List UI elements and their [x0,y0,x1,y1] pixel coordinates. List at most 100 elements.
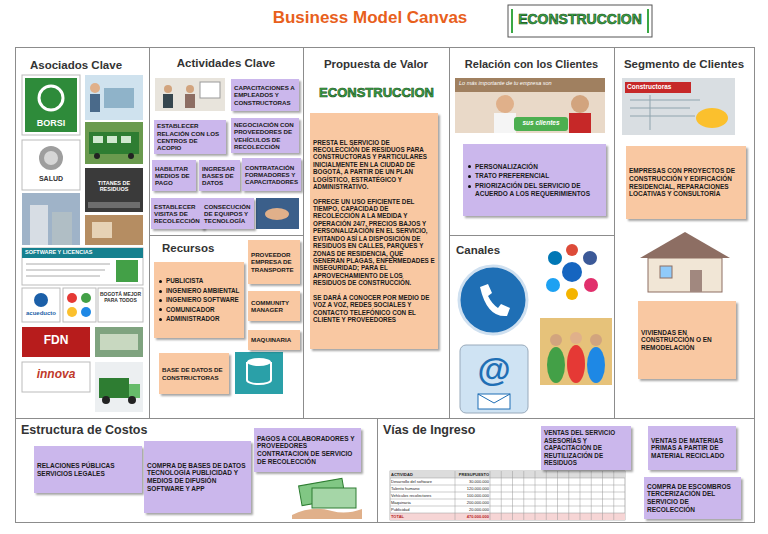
list-item: PERSONALIZACIÓN [466,163,603,171]
image-caption: acueducto [22,310,60,317]
meeting-photo [164,85,172,93]
partner-photo [85,215,143,245]
social-icons [548,251,562,265]
note-text: HABILITAR MEDIOS DE PAGO [155,165,193,187]
sticky-note: VIVIENDAS EN CONSTRUCCIÓN O EN REMODELAC… [638,301,736,379]
social-icons [566,244,578,256]
partner-logo [22,288,60,322]
note-text: CAPACITACIONES A EMPLEADOS Y CONSTRUCTOR… [234,84,296,106]
note-text: EMPRESAS CON PROYECTOS DE CONSTRUCCIÓN Y… [629,167,743,198]
note-text: ESTABLECER VISITAS DE RECOLECCIÓN [154,203,201,225]
meeting-photo [186,85,194,93]
meeting-photo [155,78,225,111]
sticky-note: VENTAS DEL SERVICIO ASESORÍAS Y CAPACITA… [541,426,631,470]
logo-frame [508,5,652,37]
meeting-photo [200,82,220,98]
budget-table [455,471,614,520]
partner-photo [89,132,139,154]
partner-photo [107,136,117,143]
image-caption: FDN [22,334,90,348]
partner-logo [98,288,143,322]
social-icons [566,288,578,300]
people-photo [567,345,585,383]
partner-banner [22,248,143,285]
table-cell: Desarrollo del software [390,478,455,485]
image-caption: BORSI [25,118,77,128]
partner-banner [22,248,143,258]
partner-logo [44,151,58,165]
partner-photo [85,122,143,164]
people-photo [550,334,562,346]
people-photo [570,332,582,344]
sticky-note: MAQUINARIA [248,330,300,350]
note-text: BASE DE DATOS DE CONSTRUCTORAS [162,366,226,381]
note-text: COMPRA DE ESCOMBROS TERCERIZACIÓN DEL SE… [647,483,738,514]
house-drawing [690,270,702,292]
phone-icon [459,266,527,334]
canvas-title: Business Model Canvas [240,8,500,28]
customers-photo [455,78,605,133]
people-photo [590,334,602,346]
sticky-note: PROVEEDOR EMPRESA DE TRANSPORTE [248,240,300,284]
meeting-photo [155,78,225,111]
note-text: VENTAS DEL SERVICIO ASESORÍAS Y CAPACITA… [544,429,628,466]
table-cell: 30.000.000 [455,478,490,485]
partner-photo [104,88,134,108]
partner-logo [98,288,143,322]
partner-photo [52,212,72,245]
phone-icon [480,284,510,316]
handshake-photo [256,198,299,229]
email-icon [478,394,510,403]
partner-logo [22,362,90,392]
partner-photo [100,334,138,350]
partner-photo [90,94,100,112]
partner-banner [22,248,143,285]
partner-logo [39,146,63,170]
constructoras-photo [625,82,691,93]
note-text: PAGOS A COLABORADORES Y PROVEEDORES CONT… [257,435,358,466]
partner-logo [22,140,80,190]
sticky-note: PAGOS A COLABORADORES Y PROVEEDORES CONT… [254,428,361,472]
note-text: COMPRA DE BASES DE DATOS TECNOLOGÍA PUBL… [147,462,248,493]
social-icons [546,278,560,292]
partner-photo [121,136,131,143]
partner-photo [30,205,48,245]
canvas-section: Canales [449,235,615,419]
partner-logo [67,293,77,303]
sticky-note: ESTABLECER VISITAS DE RECOLECCIÓN [151,198,204,229]
social-icons [562,262,582,282]
partner-logo [22,75,80,135]
sticky-note: BASE DE DATOS DE CONSTRUCTORAS [159,353,229,394]
partner-photo [85,168,143,212]
table-cell: Publicidad [390,506,455,513]
phone-icon [459,266,527,334]
partner-logo [34,293,48,307]
section-heading: Asociados Clave [30,59,140,71]
email-icon [478,394,510,409]
budget-table [390,478,625,513]
partner-logo [22,140,80,190]
people-photo [540,318,612,385]
table-cell: Talento humano [390,485,455,492]
note-text: INGRESAR BASES DE DATOS [202,165,237,187]
database-icon [247,358,271,366]
partner-photo [95,362,143,412]
constructoras-photo [696,108,728,128]
sticky-note: COMMUNITY MANAGER [248,291,300,321]
sticky-note: PERSONALIZACIÓNTRATO PREFERENCIALPRIORIZ… [463,144,606,216]
people-photo [587,347,605,383]
constructoras-photo [622,78,735,135]
people-photo [547,347,565,383]
list-item: TRATO PREFERENCIAL [466,172,603,180]
note-text: RELACIONES PÚBLICAS SERVICIOS LEGALES [37,462,139,477]
section-heading: Estructura de Costos [21,423,221,437]
sticky-note: VENTAS DE MATERIAS PRIMAS A PARTIR DE MA… [648,426,736,470]
image-caption: Constructoras [627,83,689,90]
note-text: VENTAS DE MATERIAS PRIMAS A PARTIR DE MA… [651,437,733,460]
constructoras-photo [630,95,700,130]
partner-logo [25,78,77,132]
sticky-note: HABILITAR MEDIOS DE PAGO [152,160,196,191]
customers-photo [455,78,605,133]
table-cell: 100.000.000 [455,492,490,499]
note-text: PROVEEDOR EMPRESA DE TRANSPORTE [251,251,297,273]
